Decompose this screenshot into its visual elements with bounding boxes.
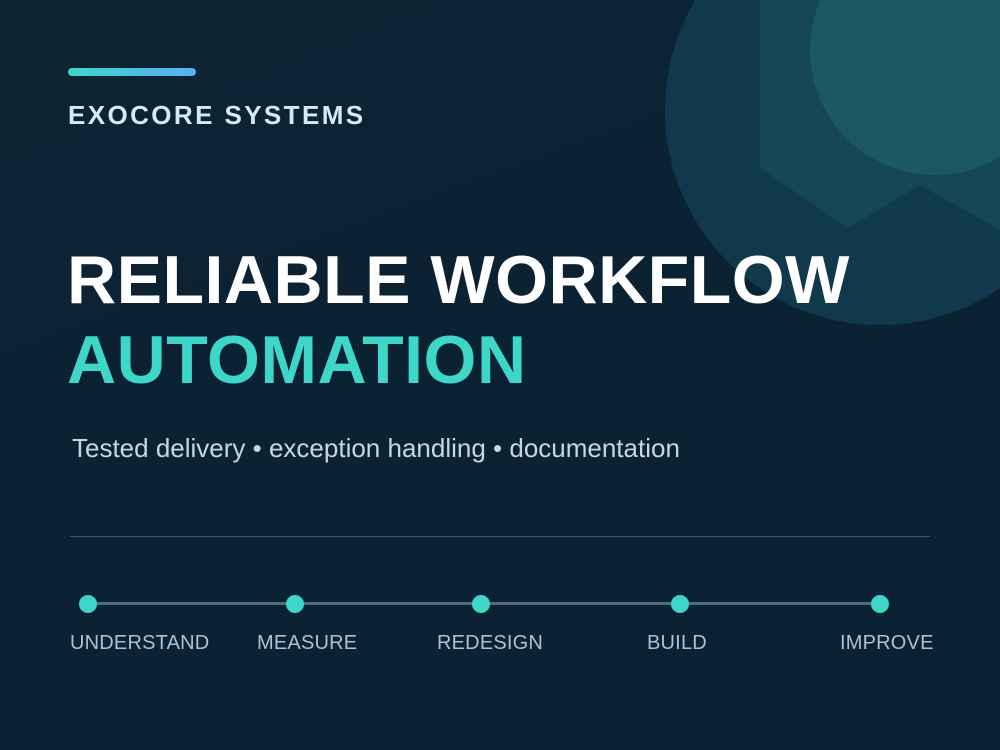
step-marker-redesign [472,595,490,613]
step-marker-build [671,595,689,613]
step-marker-measure [286,595,304,613]
brand-name: EXOCORE SYSTEMS [68,100,366,130]
divider [70,536,930,537]
headline: RELIABLE WORKFLOW AUTOMATION [67,240,850,400]
step-label-improve: IMPROVE [840,632,934,654]
step-label-understand: UNDERSTAND [70,632,210,654]
step-label-measure: MEASURE [257,632,358,654]
step-label-redesign: REDESIGN [437,632,544,654]
step-marker-improve [871,595,889,613]
headline-line-1: RELIABLE WORKFLOW [67,242,850,318]
step-marker-understand [79,595,97,613]
headline-line-2: AUTOMATION [67,322,527,398]
subtitle: Tested delivery • exception handling • d… [72,433,680,463]
step-label-build: BUILD [647,632,707,654]
accent-bar [68,68,196,76]
